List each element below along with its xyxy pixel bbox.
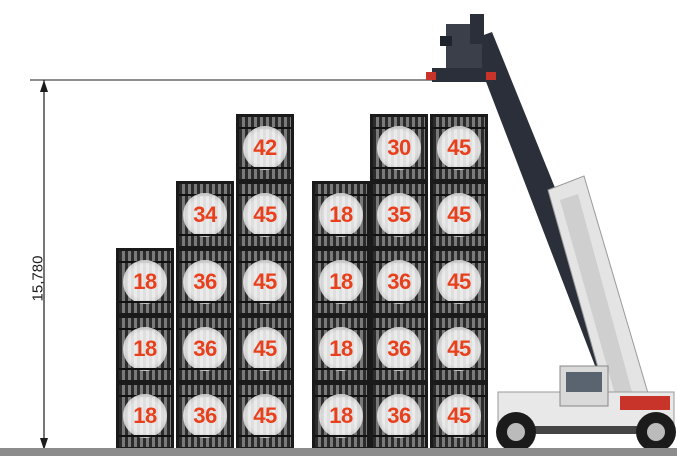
container-weight-label: 36 <box>373 336 425 362</box>
container-weight-label: 36 <box>373 269 425 295</box>
container-weight-label: 30 <box>373 135 425 161</box>
container-weight-label: 18 <box>315 336 367 362</box>
container-weight-label: 45 <box>433 135 485 161</box>
container-weight-label: 18 <box>119 269 171 295</box>
container-weight-label: 45 <box>433 336 485 362</box>
container-weight-label: 18 <box>315 403 367 429</box>
container-weight-label: 18 <box>315 202 367 228</box>
container-weight-label: 45 <box>433 403 485 429</box>
container-weight-label: 45 <box>433 202 485 228</box>
container-weight-label: 35 <box>373 202 425 228</box>
container-weight-label: 18 <box>119 403 171 429</box>
container-weight-label: 45 <box>239 269 291 295</box>
container-weight-label: 36 <box>179 336 231 362</box>
ground-strip <box>0 448 677 456</box>
container-weight-label: 36 <box>373 403 425 429</box>
container-weight-label: 34 <box>179 202 231 228</box>
container-weight-label: 18 <box>315 269 367 295</box>
container-weight-label: 45 <box>239 336 291 362</box>
container-weight-label: 42 <box>239 135 291 161</box>
container-weight-label: 36 <box>179 403 231 429</box>
container-weight-label: 45 <box>239 202 291 228</box>
boom-arm <box>470 32 650 410</box>
container-weight-label: 18 <box>119 336 171 362</box>
container-weight-label: 36 <box>179 269 231 295</box>
container-weight-label: 45 <box>433 269 485 295</box>
container-weight-label: 45 <box>239 403 291 429</box>
